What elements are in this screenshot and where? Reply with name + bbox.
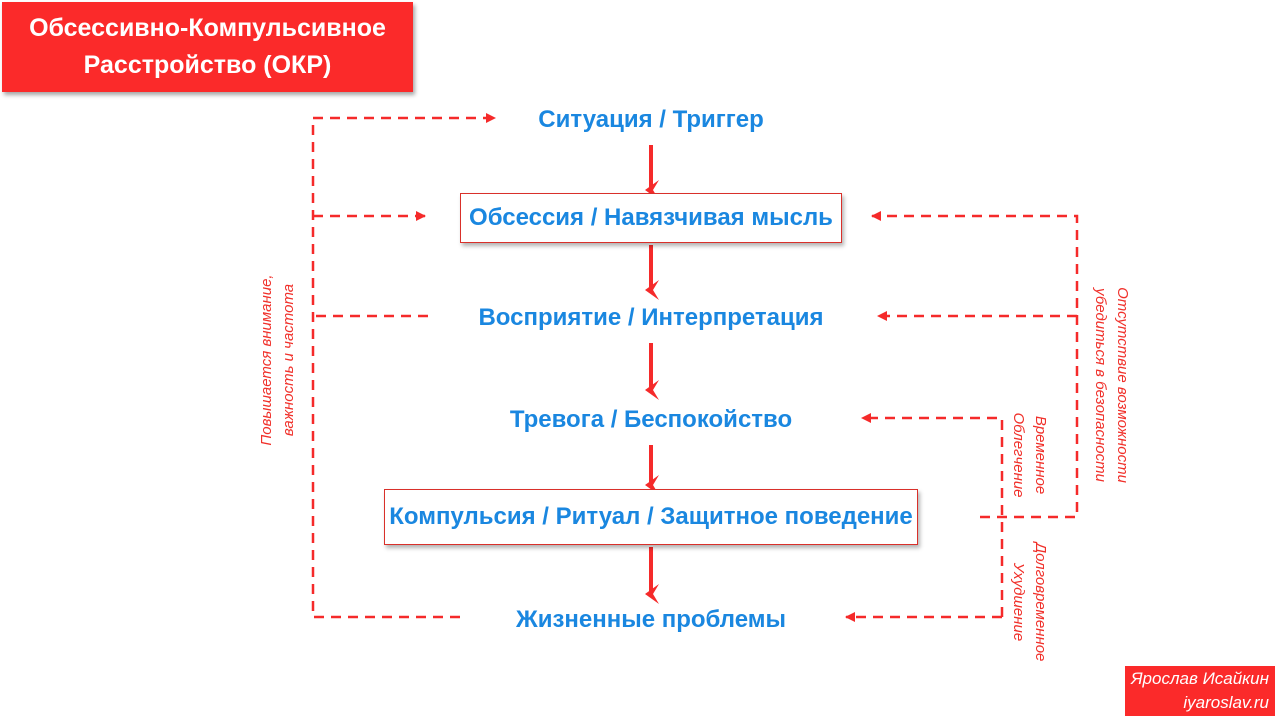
node-problems: Жизненные проблемы (0, 606, 1280, 634)
node-anxiety: Тревога / Беспокойство (0, 406, 1280, 434)
node-compulsion: Компульсия / Ритуал / Защитное поведение (0, 489, 1280, 545)
left-loop-top (311, 113, 496, 619)
node-perception-label: Восприятие / Интерпретация (478, 304, 824, 331)
title-line-1: Обсессивно-Компульсивное (29, 14, 386, 42)
note-attention-line-2: важность и частота (280, 283, 297, 437)
relief-loop (861, 413, 1004, 617)
node-perception: Восприятие / Интерпретация (0, 304, 1280, 332)
author-site: iyaroslav.ru (1183, 693, 1269, 712)
note-relief-line-1: Временное (1032, 415, 1049, 495)
node-compulsion-label: Компульсия / Ритуал / Защитное поведение (384, 489, 918, 545)
node-anxiety-label: Тревога / Беспокойство (509, 406, 793, 433)
note-safety-line-1: Отсутствие возможности (1114, 287, 1131, 483)
right-loop-obsession (871, 211, 1079, 519)
note-worsening-line-2: Ухудшение (1010, 562, 1027, 642)
note-attention: Повышается внимание, важность и частота (256, 274, 300, 445)
author-signature: Ярослав Исайкин iyaroslav.ru (1124, 666, 1275, 716)
node-situation: Ситуация / Триггер (0, 106, 1280, 134)
note-worsening-line-1: Долговременное (1032, 542, 1049, 662)
note-relief: Временное Облегчение (1007, 412, 1051, 497)
node-problems-label: Жизненные проблемы (516, 606, 786, 633)
node-situation-label: Ситуация / Триггер (538, 106, 764, 133)
node-obsession: Обсессия / Навязчивая мысль (0, 193, 1280, 243)
note-attention-line-1: Повышается внимание, (258, 274, 275, 446)
title-line-2: Расстройство (ОКР) (83, 51, 332, 79)
note-relief-line-2: Облегчение (1010, 412, 1027, 498)
note-worsening: Долговременное Ухудшение (1007, 543, 1051, 662)
feedback-dashed-lines (311, 113, 1079, 622)
node-obsession-label: Обсессия / Навязчивая мысль (460, 193, 842, 243)
note-safety-line-2: убедиться в безопасности (1092, 288, 1109, 482)
author-name: Ярослав Исайкин (1130, 669, 1269, 688)
title-banner: Обсессивно-Компульсивное Расстройство (О… (2, 2, 413, 92)
note-safety: Отсутствие возможности убедиться в безоп… (1089, 287, 1133, 483)
